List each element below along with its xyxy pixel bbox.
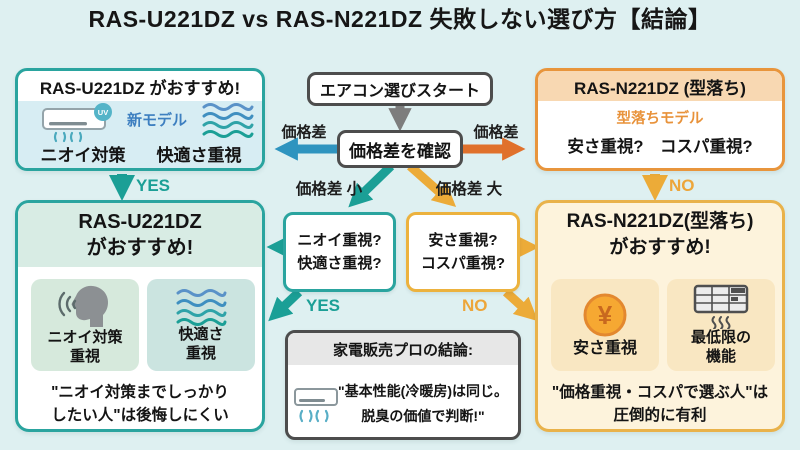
yen-symbol: ¥	[598, 300, 613, 330]
feature-comfort-label: 快適さ重視	[156, 146, 242, 165]
page-title: RAS-U221DZ vs RAS-N221DZ 失敗しない選び方【結論】	[88, 6, 712, 32]
card-comfort-priority: 快適さ 重視	[147, 279, 255, 371]
card-odor-line2: 重視	[69, 348, 100, 365]
uv-badge-icon: UV	[98, 108, 108, 117]
card-cheap-priority: ¥ 安さ重視	[551, 279, 659, 371]
card-odor-priority: ニオイ対策 重視	[31, 279, 139, 371]
result-right-quote-line1: "価格重視・コスパで選ぶ人"は	[551, 384, 769, 401]
air-conditioner-icon	[294, 388, 338, 423]
yes-label-mid: YES	[306, 296, 341, 315]
result-left-quote-line1: "ニオイ対策までしっかり	[51, 384, 229, 401]
top-left-model-box: RAS-U221DZ がおすすめ! UV 新モデル ニオイ対策 快適さ重視	[15, 68, 265, 171]
no-label-mid: NO	[462, 296, 488, 315]
pro-line2: 脱臭の価値で判断!"	[361, 407, 485, 424]
card-odor-line1: ニオイ対策	[47, 329, 123, 347]
edge-label-pricegap-right: 価格差	[473, 124, 519, 141]
smell-face-icon	[58, 286, 109, 328]
top-left-header: RAS-U221DZ がおすすめ!	[39, 78, 241, 98]
result-right-quote: "価格重視・コスパで選ぶ人"は 圧倒的に有利	[544, 381, 776, 428]
result-right-title-line2: がおすすめ!	[609, 237, 711, 258]
card-cheap-label: 安さ重視	[572, 340, 637, 357]
decision-right-line2: コスパ重視?	[420, 255, 506, 272]
card-comfort-line1: 快適さ	[178, 326, 224, 344]
top-left-body: UV 新モデル ニオイ対策 快適さ重視	[18, 101, 262, 168]
pro-conclusion-text: "基本性能(冷暖房)は同じ。 脱臭の価値で判断!"	[334, 379, 512, 428]
result-left-quote-line2: したい人"は後悔しにくい	[51, 407, 229, 425]
result-right-title: RAS-N221DZ(型落ち) がおすすめ!	[538, 203, 782, 267]
control-panel-icon	[693, 285, 749, 330]
no-label-top: NO	[669, 176, 695, 195]
edge-label-pricegap-left: 価格差	[281, 124, 327, 141]
decision-left-line1: ニオイ重視?	[297, 231, 382, 249]
card-comfort-line2: 重視	[185, 345, 216, 362]
edge-label-pricegap-small: 価格差 小	[295, 181, 363, 198]
result-right-box: RAS-N221DZ(型落ち) がおすすめ! ¥ 安さ重視	[535, 200, 785, 432]
result-left-box: RAS-U221DZ がおすすめ! ニオイ対策 重視 快適さ 重視	[15, 200, 265, 432]
pro-conclusion-header: 家電販売プロの結論:	[288, 333, 518, 365]
comfort-waves-icon	[176, 289, 227, 327]
decision-left-line2: 快適さ重視?	[297, 255, 382, 272]
yes-label-top: YES	[136, 176, 171, 195]
result-left-quote: "ニオイ対策までしっかり したい人"は後悔しにくい	[24, 381, 256, 428]
arrow-pricegap-small	[348, 162, 395, 208]
old-model-badge: 型落ちモデル	[616, 111, 704, 127]
arrow-no-mid	[502, 288, 538, 322]
top-right-header: RAS-N221DZ (型落ち)	[538, 71, 782, 101]
arrow-pricegap-large	[407, 162, 457, 207]
comfort-waves-icon	[202, 103, 254, 138]
pro-conclusion-box: 家電販売プロの結論: "基本性能(冷暖房)は同じ。 脱臭の価値で判断!"	[285, 330, 521, 440]
air-conditioner-icon: UV	[42, 103, 112, 143]
decision-price-cospa: 安さ重視? コスパ重視?	[406, 212, 520, 292]
decision-right-line1: 安さ重視?	[428, 231, 498, 249]
new-model-badge: 新モデル	[126, 112, 187, 129]
start-node: エアコン選びスタート	[307, 72, 493, 106]
result-left-title: RAS-U221DZ がおすすめ!	[18, 203, 262, 267]
edge-label-pricegap-large: 価格差 大	[435, 181, 503, 198]
pro-line1: "基本性能(冷暖房)は同じ。	[338, 383, 508, 399]
feature-odor-label: ニオイ対策	[40, 146, 126, 165]
result-left-title-line2: がおすすめ!	[86, 237, 194, 259]
arrow-yes-mid	[268, 288, 303, 322]
decision-odor-comfort: ニオイ重視? 快適さ重視?	[283, 212, 396, 292]
top-right-question: 安さ重視? コスパ重視?	[567, 138, 753, 156]
card-minimal-line1: 最低限の	[690, 329, 751, 347]
result-right-quote-line2: 圧倒的に有利	[613, 407, 707, 425]
result-right-title-line1: RAS-N221DZ(型落ち)	[566, 211, 754, 233]
card-minimal-line2: 機能	[705, 348, 736, 365]
result-left-title-line1: RAS-U221DZ	[78, 211, 202, 233]
yen-coin-icon: ¥	[583, 293, 627, 337]
card-minimal-functions: 最低限の 機能	[667, 279, 775, 371]
check-price-gap-node: 価格差を確認	[337, 130, 463, 168]
top-right-model-box: RAS-N221DZ (型落ち) 型落ちモデル 安さ重視? コスパ重視?	[535, 68, 785, 171]
